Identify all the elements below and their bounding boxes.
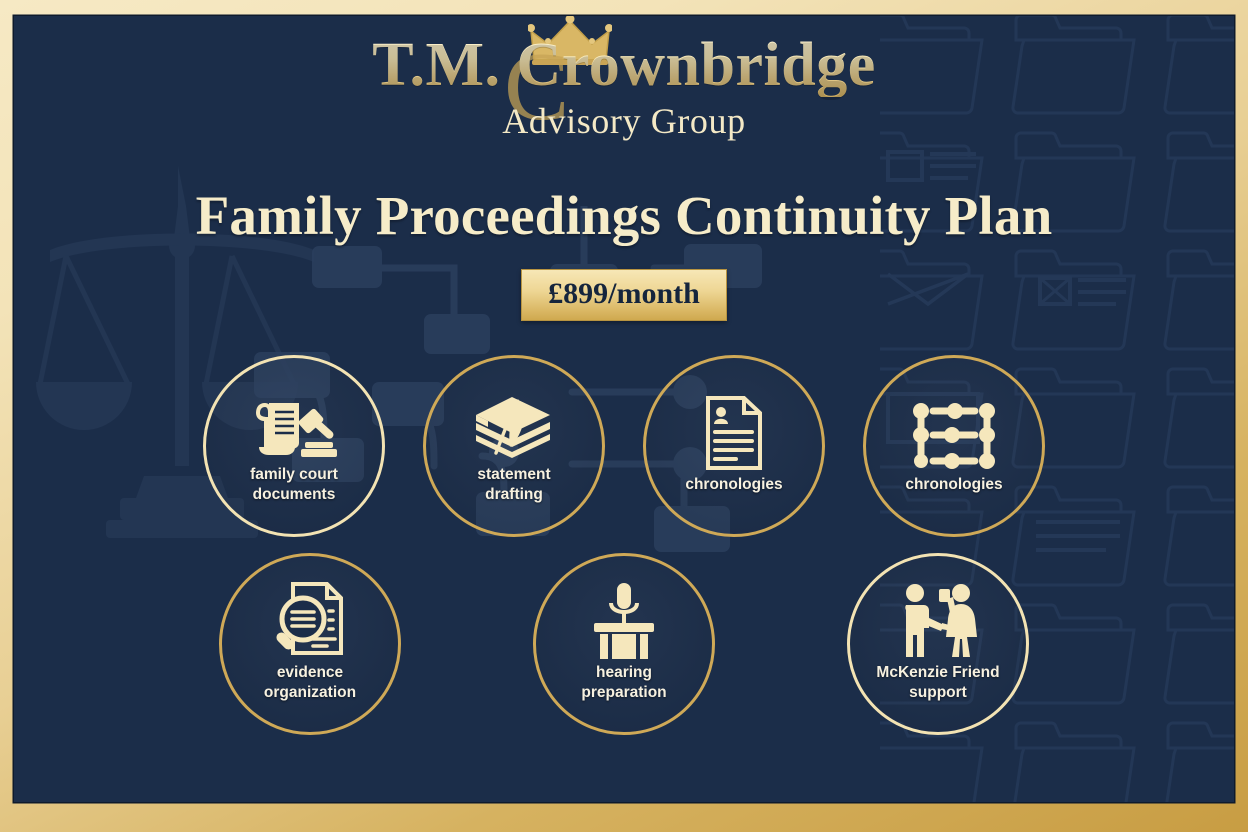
feature-label: family court documents — [250, 466, 338, 504]
brand-subtitle: Advisory Group — [502, 101, 746, 142]
two-people-icon — [895, 584, 981, 659]
scroll-gavel-icon — [251, 387, 337, 461]
crown-icon — [528, 16, 612, 65]
timeline-nodes-icon — [911, 397, 997, 471]
feature-chronologies-timeline[interactable]: chronologies — [863, 355, 1045, 538]
feature-label: chronologies — [905, 476, 1003, 494]
feature-row-2: evidence organization — [14, 553, 1234, 736]
brand-logo: C T.M. Crownbridge Advisory Group — [372, 16, 876, 144]
feature-label: evidence organization — [263, 664, 357, 702]
feature-row-1: family court documents — [14, 355, 1234, 538]
feature-mckenzie-friend-support[interactable]: McKenzie Friend support — [847, 553, 1029, 736]
feature-label: chronologies — [685, 476, 783, 494]
feature-evidence-organization[interactable]: evidence organization — [219, 553, 401, 736]
feature-grid: family court documents — [14, 355, 1234, 736]
podium-microphone-icon — [588, 583, 660, 660]
poster-header: C T.M. Crownbridge Advisory Group Family… — [14, 16, 1234, 322]
feature-label: statement drafting — [477, 466, 551, 504]
feature-label: hearing preparation — [581, 664, 667, 702]
feature-family-court-documents[interactable]: family court documents — [203, 355, 385, 538]
monogram-letter: C — [504, 38, 569, 136]
document-portrait-icon — [704, 396, 764, 471]
magnifier-document-icon — [273, 582, 347, 659]
page-title: Family Proceedings Continuity Plan — [195, 185, 1053, 247]
feature-chronologies-document[interactable]: chronologies — [643, 355, 825, 538]
poster-canvas: C T.M. Crownbridge Advisory Group Family… — [14, 16, 1234, 802]
price-row: £899/month — [14, 268, 1234, 322]
feature-label: McKenzie Friend support — [876, 664, 1000, 702]
brand-name: T.M. Crownbridge — [372, 31, 876, 99]
feature-statement-drafting[interactable]: statement drafting — [423, 355, 605, 538]
quill-papers-icon — [474, 387, 554, 461]
price-badge: £899/month — [521, 268, 727, 322]
feature-hearing-preparation[interactable]: hearing preparation — [533, 553, 715, 736]
